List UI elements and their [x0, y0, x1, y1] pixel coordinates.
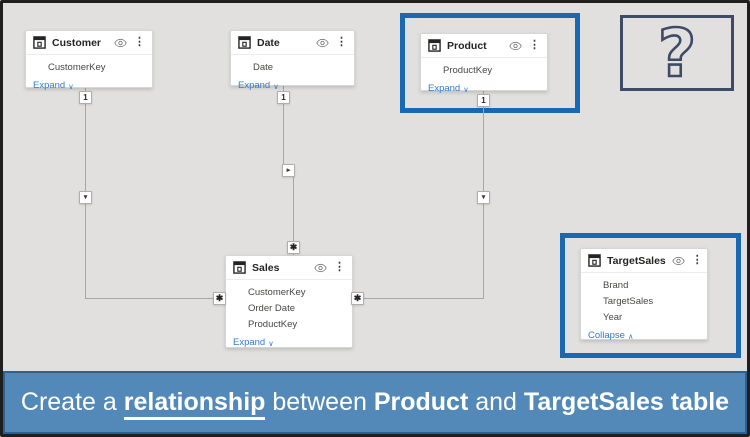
expand-label: Expand: [33, 80, 66, 91]
table-card-date: Date ⋮ Date Expand∨: [230, 30, 355, 91]
instruction-keyword-relationship: relationship: [123, 388, 266, 420]
highlight-box-targetsales: [560, 233, 741, 358]
field-row[interactable]: Brand: [603, 280, 629, 291]
table-card-customer: Customer ⋮ CustomerKey Expand∨: [25, 30, 153, 91]
instruction-banner: Create a relationship between Product an…: [3, 371, 747, 434]
expand-toggle[interactable]: Expand∨: [421, 81, 547, 99]
field-row[interactable]: Date: [253, 62, 274, 73]
visibility-eye-icon[interactable]: [509, 41, 522, 51]
table-title: Customer: [52, 36, 102, 49]
chevron-down-icon: ∨: [68, 81, 74, 91]
chevron-down-icon: ∨: [268, 338, 274, 348]
filter-direction-arrow-icon[interactable]: ▸: [282, 164, 295, 177]
field-row[interactable]: Order Date: [248, 303, 295, 314]
table-icon: [428, 39, 441, 52]
expand-label: Expand: [238, 80, 271, 91]
visibility-eye-icon[interactable]: [314, 263, 327, 273]
model-canvas: Customer ⋮ CustomerKey Expand∨: [3, 3, 747, 371]
table-card-sales: Sales ⋮ CustomerKey Order Date ProductKe…: [225, 255, 353, 348]
instruction-part: between: [265, 388, 374, 416]
cardinality-one-badge[interactable]: 1: [477, 94, 490, 107]
cardinality-one-badge[interactable]: 1: [79, 91, 92, 104]
cardinality-one-badge[interactable]: 1: [277, 91, 290, 104]
table-header-targetsales[interactable]: TargetSales ⋮: [581, 249, 707, 273]
table-title: Sales: [252, 261, 280, 274]
more-options-icon[interactable]: ⋮: [134, 36, 145, 48]
relationship-line-product-sales[interactable]: [353, 298, 484, 299]
table-icon: [233, 261, 246, 274]
instruction-part: and: [468, 388, 524, 416]
collapse-toggle[interactable]: Collapse∧: [581, 328, 707, 346]
expand-label: Expand: [233, 337, 266, 348]
chevron-down-icon: ∨: [463, 84, 469, 94]
highlight-box-product: [400, 13, 580, 113]
more-options-icon[interactable]: ⋮: [691, 254, 703, 266]
instruction-text: Create a relationship between Product an…: [20, 388, 730, 420]
table-icon: [588, 254, 601, 267]
expand-toggle[interactable]: Expand∨: [231, 78, 354, 96]
collapse-label: Collapse: [588, 330, 625, 341]
table-card-targetsales: TargetSales ⋮ Brand TargetSales Year Col…: [580, 248, 708, 341]
chevron-down-icon: ∨: [273, 81, 279, 91]
relationship-line-date-sales[interactable]: [293, 170, 294, 255]
table-header-sales[interactable]: Sales ⋮: [226, 256, 352, 280]
visibility-eye-icon[interactable]: [316, 38, 329, 48]
field-row[interactable]: ProductKey: [248, 319, 298, 330]
question-box: ?: [620, 15, 734, 91]
visibility-eye-icon[interactable]: [672, 256, 685, 266]
expand-toggle[interactable]: Expand∨: [26, 78, 152, 96]
relationship-line-customer-sales[interactable]: [85, 298, 225, 299]
instruction-keyword-targetsales: TargetSales table: [523, 388, 730, 416]
filter-direction-arrow-icon[interactable]: ▾: [477, 191, 490, 204]
cardinality-many-badge[interactable]: ✱: [351, 292, 364, 305]
cardinality-many-badge[interactable]: ✱: [213, 292, 226, 305]
question-mark-icon: ?: [657, 19, 698, 87]
visibility-eye-icon[interactable]: [114, 38, 127, 48]
table-header-date[interactable]: Date ⋮: [231, 31, 354, 55]
relationship-line-date-sales[interactable]: [283, 86, 284, 170]
question-mark-glyph: ?: [658, 19, 696, 87]
field-row[interactable]: ProductKey: [443, 65, 493, 76]
field-row[interactable]: Year: [603, 312, 623, 323]
chevron-up-icon: ∧: [627, 331, 634, 341]
field-row[interactable]: TargetSales: [603, 296, 654, 307]
table-icon: [238, 36, 251, 49]
table-header-customer[interactable]: Customer ⋮: [26, 31, 152, 55]
field-row[interactable]: CustomerKey: [248, 287, 306, 298]
instruction-keyword-product: Product: [373, 388, 469, 416]
table-card-product: Product ⋮ ProductKey Expand∨: [420, 33, 548, 94]
instruction-part: Create a: [20, 388, 124, 416]
more-options-icon[interactable]: ⋮: [334, 261, 345, 273]
filter-direction-arrow-icon[interactable]: ▾: [79, 191, 92, 204]
more-options-icon[interactable]: ⋮: [529, 39, 540, 51]
more-options-icon[interactable]: ⋮: [336, 36, 347, 48]
table-header-product[interactable]: Product ⋮: [421, 34, 547, 58]
expand-label: Expand: [428, 83, 461, 94]
cardinality-many-badge[interactable]: ✱: [287, 241, 300, 254]
table-title: Product: [447, 39, 487, 52]
field-row[interactable]: CustomerKey: [48, 62, 106, 73]
table-title: TargetSales: [607, 254, 666, 267]
table-title: Date: [257, 36, 280, 49]
table-icon: [33, 36, 46, 49]
expand-toggle[interactable]: Expand∨: [226, 335, 352, 353]
